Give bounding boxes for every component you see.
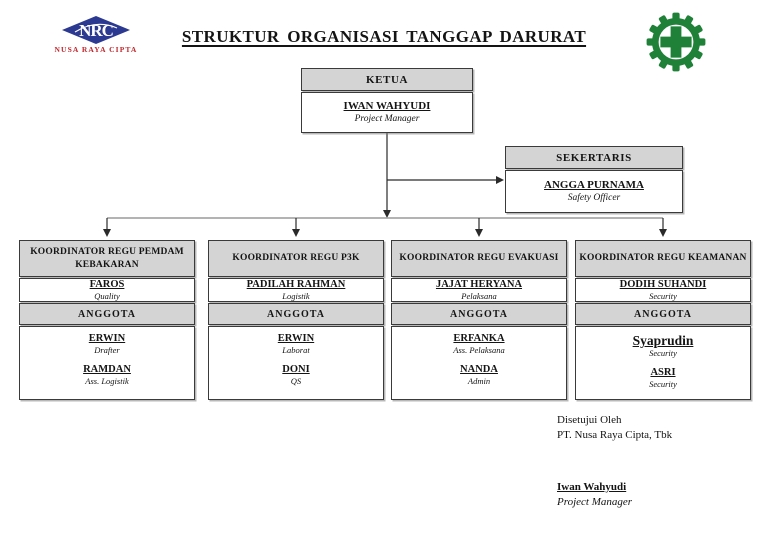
member-role: Security: [649, 379, 677, 389]
members-cell: ERFANKA Ass. Pelaksana NANDA Admin: [391, 326, 567, 400]
member-role: Ass. Logistik: [85, 376, 129, 386]
anggota-bar: ANGGOTA: [19, 303, 195, 325]
coordinator-role: Logistik: [282, 291, 310, 301]
member-name: ERWIN: [88, 333, 126, 344]
team-box-p3k: KOORDINATOR REGU P3K PADILAH RAHMAN Logi…: [208, 240, 384, 400]
approval-line-1: Disetujui Oleh: [557, 414, 622, 426]
team-box-evakuasi: KOORDINATOR REGU EVAKUASI JAJAT HERYANA …: [391, 240, 567, 400]
ketua-body: IWAN WAHYUDI Project Manager: [301, 92, 473, 133]
person-name: IWAN WAHYUDI: [343, 100, 431, 112]
coordinator-cell: FAROS Quality: [19, 278, 195, 302]
coordinator-name: DODIH SUHANDI: [619, 279, 707, 290]
member-name: RAMDAN: [83, 364, 131, 375]
member-role: Drafter: [94, 345, 120, 355]
person-role: Safety Officer: [567, 193, 621, 203]
team-box-keamanan: KOORDINATOR REGU KEAMANAN DODIH SUHANDI …: [575, 240, 751, 400]
signer-role: Project Manager: [557, 496, 633, 508]
member-name: Syaprudin: [632, 333, 694, 348]
team-header: KOORDINATOR REGU PEMDAM KEBAKARAN: [19, 240, 195, 277]
member-role: Admin: [467, 376, 491, 386]
safety-gear-cross-icon: [646, 12, 706, 72]
signer-name: Iwan Wahyudi: [557, 481, 627, 493]
person-name: ANGGA PURNAMA: [544, 179, 644, 191]
approval-line-2: PT. Nusa Raya Cipta, Tbk: [557, 429, 673, 441]
member-name: ASRI: [650, 367, 676, 378]
member-entry: ERWIN Drafter: [89, 333, 125, 355]
anggota-bar: ANGGOTA: [391, 303, 567, 325]
member-role: Security: [649, 348, 677, 358]
anggota-bar: ANGGOTA: [575, 303, 751, 325]
member-entry: DONI QS: [282, 364, 309, 386]
team-box-pemdam-kebakaran: KOORDINATOR REGU PEMDAM KEBAKARAN FAROS …: [19, 240, 195, 400]
page-title: STRUKTUR ORGANISASI TANGGAP DARURAT: [181, 27, 587, 46]
approval-block: Disetujui Oleh PT. Nusa Raya Cipta, Tbk …: [557, 413, 672, 510]
nrc-diamond-icon: NRC: [62, 16, 130, 44]
coordinator-cell: DODIH SUHANDI Security: [575, 278, 751, 302]
coordinator-cell: JAJAT HERYANA Pelaksana: [391, 278, 567, 302]
anggota-bar: ANGGOTA: [208, 303, 384, 325]
member-entry: NANDA Admin: [460, 364, 498, 386]
sekertaris-title: SEKERTARIS: [505, 146, 683, 169]
member-entry: RAMDAN Ass. Logistik: [83, 364, 131, 386]
members-cell: Syaprudin Security ASRI Security: [575, 326, 751, 400]
coordinator-name: JAJAT HERYANA: [435, 279, 523, 290]
member-entry: ERFANKA Ass. Pelaksana: [453, 333, 504, 355]
member-role: Ass. Pelaksana: [453, 345, 505, 355]
coordinator-name: FAROS: [89, 279, 125, 290]
person-role: Project Manager: [354, 114, 420, 124]
company-logo: NRC NUSA RAYA CIPTA: [46, 16, 146, 54]
member-name: DONI: [282, 364, 310, 375]
member-role: QS: [290, 376, 302, 386]
coordinator-cell: PADILAH RAHMAN Logistik: [208, 278, 384, 302]
team-header: KOORDINATOR REGU P3K: [208, 240, 384, 277]
ketua-title: KETUA: [301, 68, 473, 91]
member-role: Laborat: [282, 345, 310, 355]
coordinator-name: PADILAH RAHMAN: [246, 279, 346, 290]
coordinator-role: Quality: [94, 291, 120, 301]
members-cell: ERWIN Laborat DONI QS: [208, 326, 384, 400]
member-entry: ASRI Security: [649, 367, 677, 389]
member-name: ERFANKA: [453, 333, 505, 344]
coordinator-role: Pelaksana: [461, 291, 497, 301]
members-cell: ERWIN Drafter RAMDAN Ass. Logistik: [19, 326, 195, 400]
sekertaris-body: ANGGA PURNAMA Safety Officer: [505, 170, 683, 213]
company-name: NUSA RAYA CIPTA: [54, 45, 138, 54]
ketua-box: KETUA IWAN WAHYUDI Project Manager: [301, 68, 473, 133]
member-entry: Syaprudin Security: [633, 333, 694, 358]
member-name: NANDA: [460, 364, 498, 375]
team-header: KOORDINATOR REGU KEAMANAN: [575, 240, 751, 277]
sekertaris-box: SEKERTARIS ANGGA PURNAMA Safety Officer: [505, 146, 683, 213]
coordinator-role: Security: [649, 291, 677, 301]
team-header: KOORDINATOR REGU EVAKUASI: [391, 240, 567, 277]
member-name: ERWIN: [277, 333, 315, 344]
member-entry: ERWIN Laborat: [278, 333, 314, 355]
